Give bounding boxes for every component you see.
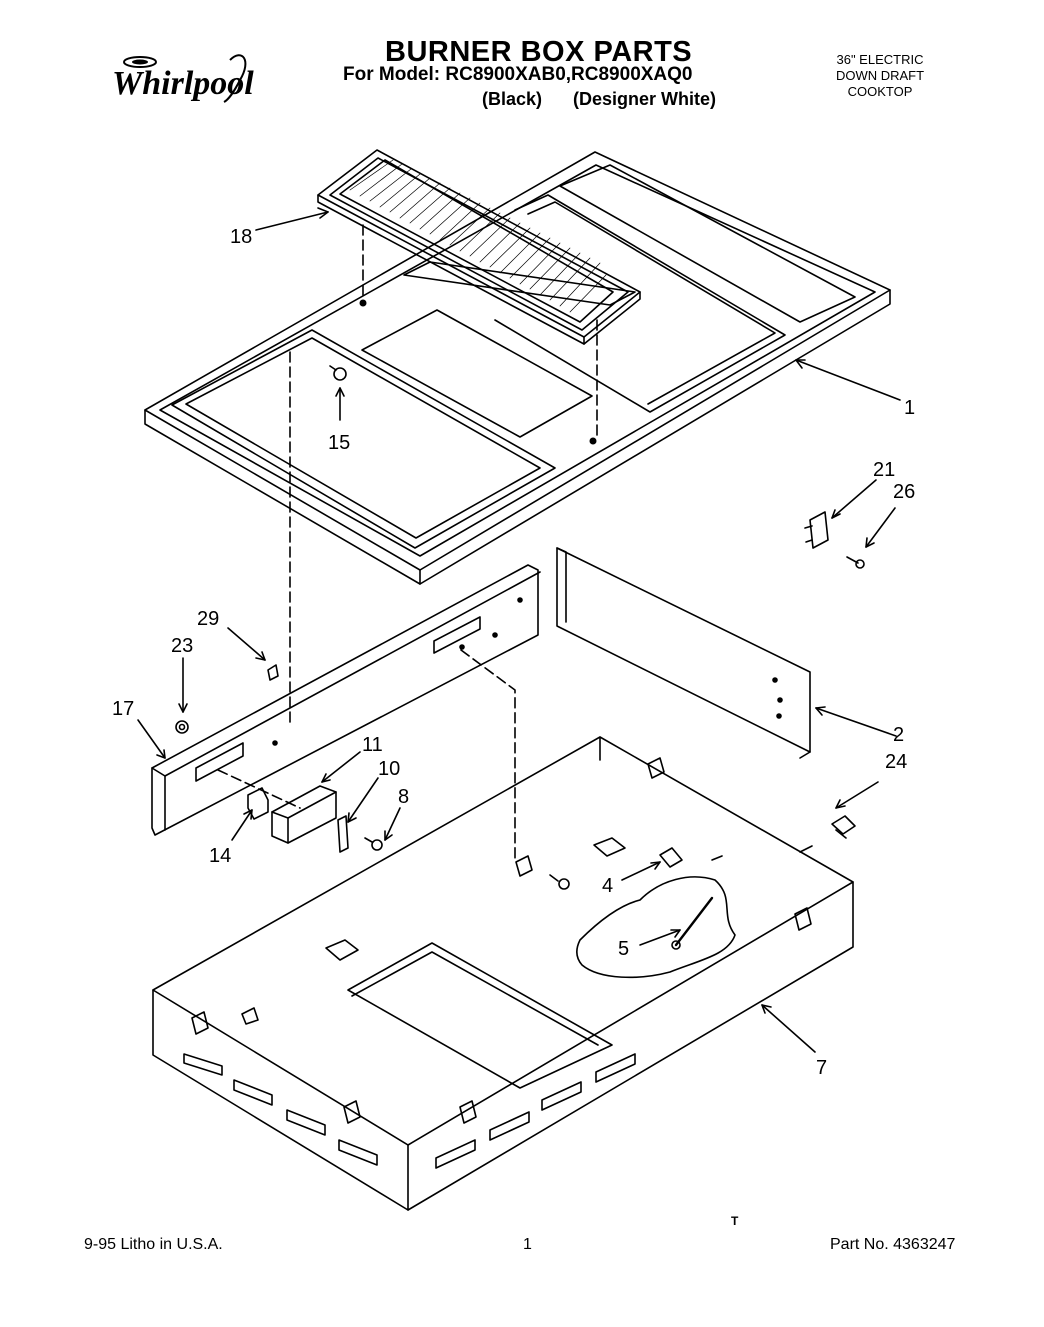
page-number: 1 [523, 1236, 532, 1253]
callout-4: 4 [602, 875, 613, 897]
variant-designer-white: (Designer White) [573, 89, 717, 109]
callout-29: 29 [197, 608, 219, 630]
switch-block-part-11 [271, 785, 337, 844]
callout-21: 21 [873, 459, 895, 481]
callout-labels: 18 1 15 21 26 29 23 17 2 24 11 10 8 14 4… [112, 226, 915, 1079]
screw-part-15 [329, 365, 347, 381]
callout-15: 15 [328, 432, 350, 454]
callout-24: 24 [885, 751, 907, 773]
clip-part-24 [831, 815, 856, 839]
page-title: BURNER BOX PARTS [385, 36, 693, 68]
footer-date: 9-95 Litho in U.S.A. [84, 1236, 223, 1253]
cutaway-detail [576, 876, 736, 979]
fastener-part-29 [267, 664, 279, 681]
product-desc-line: 36" ELECTRIC [836, 52, 924, 67]
callout-14: 14 [209, 845, 231, 867]
footer-mark: T [731, 1214, 739, 1228]
brand-wordmark: Whirlpool [112, 65, 254, 102]
callout-1: 1 [904, 397, 915, 419]
whirlpool-logo: Whirlpool [112, 54, 254, 103]
bracket-part-21 [804, 511, 829, 549]
mounting-hole [589, 437, 597, 445]
clip-part-10 [337, 815, 349, 853]
connector-part-14 [247, 787, 269, 820]
front-panel-rail [151, 564, 541, 836]
product-desc-line: DOWN DRAFT [835, 68, 925, 83]
callout-17: 17 [112, 698, 134, 720]
callout-2: 2 [893, 724, 904, 746]
callout-7: 7 [816, 1057, 827, 1079]
callout-8: 8 [398, 786, 409, 808]
callout-10: 10 [378, 758, 400, 780]
callout-11: 11 [362, 734, 383, 756]
mounting-hole [359, 299, 367, 307]
nut-part-23 [175, 720, 189, 734]
model-line: For Model: RC8900XAB0,RC8900XAQ0 [343, 64, 693, 85]
cooktop-frame [144, 151, 891, 585]
screw-part-8 [364, 837, 383, 851]
variant-black: (Black) [482, 89, 543, 109]
callout-26: 26 [893, 481, 915, 503]
callout-23: 23 [171, 635, 193, 657]
screw-part-26 [846, 556, 865, 569]
product-description: 36" ELECTRIC DOWN DRAFT COOKTOP [826, 52, 934, 100]
leader-arrows [137, 207, 901, 1053]
callout-5: 5 [618, 938, 629, 960]
callout-18: 18 [230, 226, 252, 248]
part-number: Part No. 4363247 [830, 1236, 956, 1253]
grille-dashed-lines [362, 224, 598, 439]
burner-box [152, 736, 854, 1211]
downdraft-grille [317, 149, 641, 345]
product-desc-line: COOKTOP [847, 84, 913, 99]
rear-panel [556, 547, 811, 759]
